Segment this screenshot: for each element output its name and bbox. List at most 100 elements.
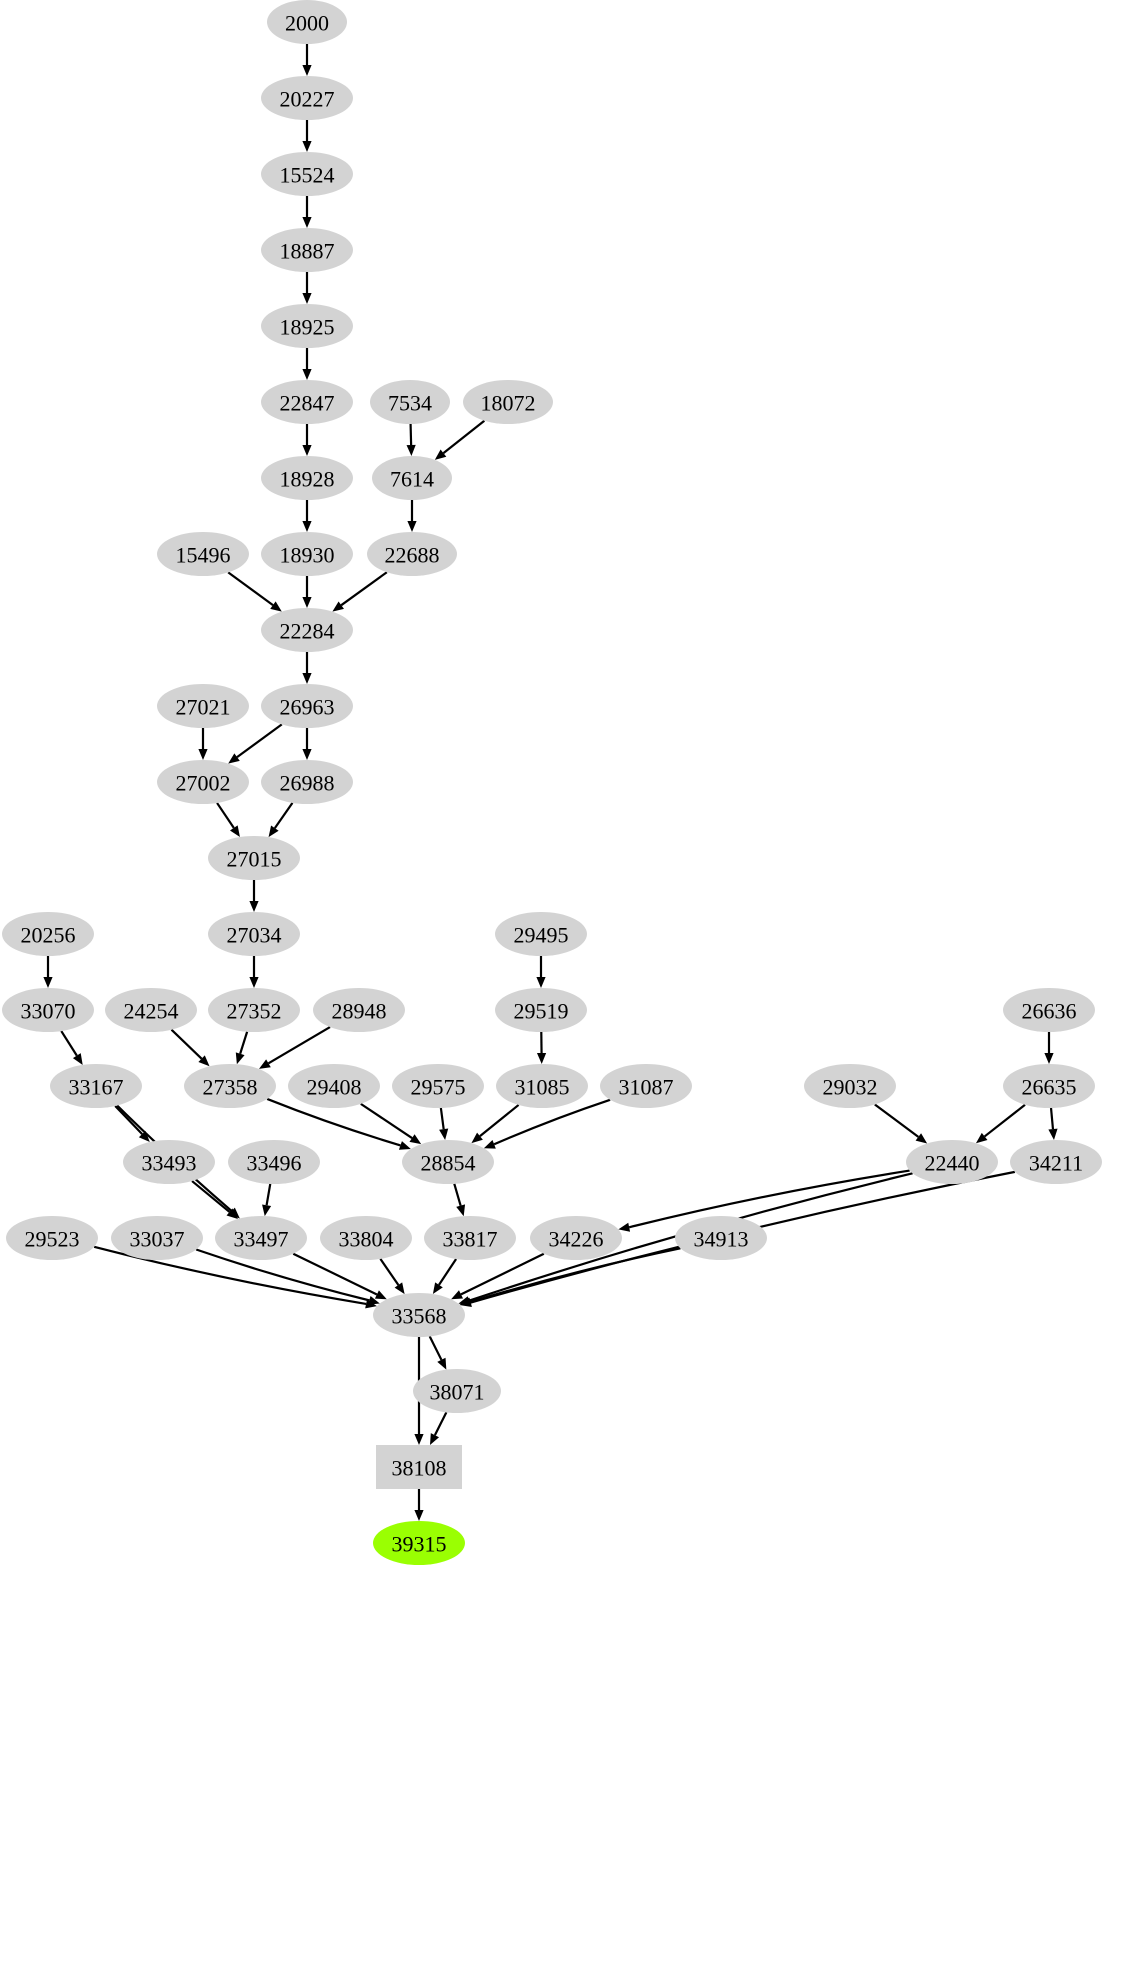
node-shape-22440[interactable]	[906, 1140, 998, 1184]
node-shape-29032[interactable]	[804, 1064, 896, 1108]
node-15496[interactable]: 15496	[157, 532, 249, 576]
node-18930[interactable]: 18930	[261, 532, 353, 576]
node-shape-7534[interactable]	[370, 380, 450, 424]
node-33070[interactable]: 33070	[2, 988, 94, 1032]
node-26988[interactable]: 26988	[261, 760, 353, 804]
node-shape-15496[interactable]	[157, 532, 249, 576]
node-shape-33496[interactable]	[228, 1140, 320, 1184]
node-shape-33817[interactable]	[424, 1216, 516, 1260]
node-shape-15524[interactable]	[261, 152, 353, 196]
node-shape-27352[interactable]	[208, 988, 300, 1032]
node-33497[interactable]: 33497	[215, 1216, 307, 1260]
node-27352[interactable]: 27352	[208, 988, 300, 1032]
node-34226[interactable]: 34226	[530, 1216, 622, 1260]
node-33804[interactable]: 33804	[320, 1216, 412, 1260]
node-22847[interactable]: 22847	[261, 380, 353, 424]
node-15524[interactable]: 15524	[261, 152, 353, 196]
node-shape-29408[interactable]	[288, 1064, 380, 1108]
node-shape-22847[interactable]	[261, 380, 353, 424]
node-shape-28854[interactable]	[402, 1140, 494, 1184]
node-38071[interactable]: 38071	[413, 1369, 501, 1413]
node-shape-29495[interactable]	[495, 912, 587, 956]
node-33568[interactable]: 33568	[373, 1293, 465, 1337]
node-shape-33037[interactable]	[111, 1216, 203, 1260]
node-33493[interactable]: 33493	[123, 1140, 215, 1184]
node-shape-18925[interactable]	[261, 304, 353, 348]
node-shape-18072[interactable]	[463, 380, 553, 424]
node-27034[interactable]: 27034	[208, 912, 300, 956]
node-33167[interactable]: 33167	[50, 1064, 142, 1108]
node-29032[interactable]: 29032	[804, 1064, 896, 1108]
node-20227[interactable]: 20227	[261, 76, 353, 120]
node-shape-26636[interactable]	[1003, 988, 1095, 1032]
node-18928[interactable]: 18928	[261, 456, 353, 500]
node-28854[interactable]: 28854	[402, 1140, 494, 1184]
node-shape-24254[interactable]	[105, 988, 197, 1032]
node-shape-33167[interactable]	[50, 1064, 142, 1108]
node-shape-28948[interactable]	[313, 988, 405, 1032]
node-18072[interactable]: 18072	[463, 380, 553, 424]
node-29495[interactable]: 29495	[495, 912, 587, 956]
node-20256[interactable]: 20256	[2, 912, 94, 956]
node-27002[interactable]: 27002	[157, 760, 249, 804]
node-shape-26635[interactable]	[1003, 1064, 1095, 1108]
node-26635[interactable]: 26635	[1003, 1064, 1095, 1108]
node-shape-18930[interactable]	[261, 532, 353, 576]
node-shape-18928[interactable]	[261, 456, 353, 500]
node-shape-34226[interactable]	[530, 1216, 622, 1260]
node-22688[interactable]: 22688	[367, 532, 457, 576]
node-26636[interactable]: 26636	[1003, 988, 1095, 1032]
node-33037[interactable]: 33037	[111, 1216, 203, 1260]
node-39315[interactable]: 39315	[373, 1521, 465, 1565]
node-shape-27034[interactable]	[208, 912, 300, 956]
node-shape-33804[interactable]	[320, 1216, 412, 1260]
node-shape-34211[interactable]	[1010, 1140, 1102, 1184]
node-shape-20256[interactable]	[2, 912, 94, 956]
node-29408[interactable]: 29408	[288, 1064, 380, 1108]
node-7614[interactable]: 7614	[372, 456, 452, 500]
node-shape-27021[interactable]	[157, 684, 249, 728]
node-29519[interactable]: 29519	[495, 988, 587, 1032]
node-2000[interactable]: 2000	[267, 0, 347, 44]
node-shape-26988[interactable]	[261, 760, 353, 804]
node-shape-29523[interactable]	[6, 1216, 98, 1260]
node-shape-2000[interactable]	[267, 0, 347, 44]
node-shape-31085[interactable]	[496, 1064, 588, 1108]
node-24254[interactable]: 24254	[105, 988, 197, 1032]
node-7534[interactable]: 7534	[370, 380, 450, 424]
node-shape-27002[interactable]	[157, 760, 249, 804]
node-shape-33070[interactable]	[2, 988, 94, 1032]
node-shape-18887[interactable]	[261, 228, 353, 272]
node-27015[interactable]: 27015	[208, 836, 300, 880]
node-38108[interactable]: 38108	[376, 1445, 462, 1489]
node-shape-26963[interactable]	[261, 684, 353, 728]
node-34913[interactable]: 34913	[675, 1216, 767, 1260]
node-31085[interactable]: 31085	[496, 1064, 588, 1108]
node-shape-33497[interactable]	[215, 1216, 307, 1260]
node-29523[interactable]: 29523	[6, 1216, 98, 1260]
node-shape-31087[interactable]	[600, 1064, 692, 1108]
node-27358[interactable]: 27358	[184, 1064, 276, 1108]
node-shape-22284[interactable]	[261, 608, 353, 652]
node-shape-20227[interactable]	[261, 76, 353, 120]
node-26963[interactable]: 26963	[261, 684, 353, 728]
node-shape-39315[interactable]	[373, 1521, 465, 1565]
node-22440[interactable]: 22440	[906, 1140, 998, 1184]
node-33496[interactable]: 33496	[228, 1140, 320, 1184]
node-29575[interactable]: 29575	[392, 1064, 484, 1108]
node-shape-27358[interactable]	[184, 1064, 276, 1108]
node-22284[interactable]: 22284	[261, 608, 353, 652]
node-34211[interactable]: 34211	[1010, 1140, 1102, 1184]
node-33817[interactable]: 33817	[424, 1216, 516, 1260]
node-shape-29519[interactable]	[495, 988, 587, 1032]
node-shape-38071[interactable]	[413, 1369, 501, 1413]
node-shape-33493[interactable]	[123, 1140, 215, 1184]
node-shape-22688[interactable]	[367, 532, 457, 576]
node-27021[interactable]: 27021	[157, 684, 249, 728]
node-28948[interactable]: 28948	[313, 988, 405, 1032]
node-18925[interactable]: 18925	[261, 304, 353, 348]
node-shape-27015[interactable]	[208, 836, 300, 880]
node-18887[interactable]: 18887	[261, 228, 353, 272]
node-shape-34913[interactable]	[675, 1216, 767, 1260]
node-shape-33568[interactable]	[373, 1293, 465, 1337]
